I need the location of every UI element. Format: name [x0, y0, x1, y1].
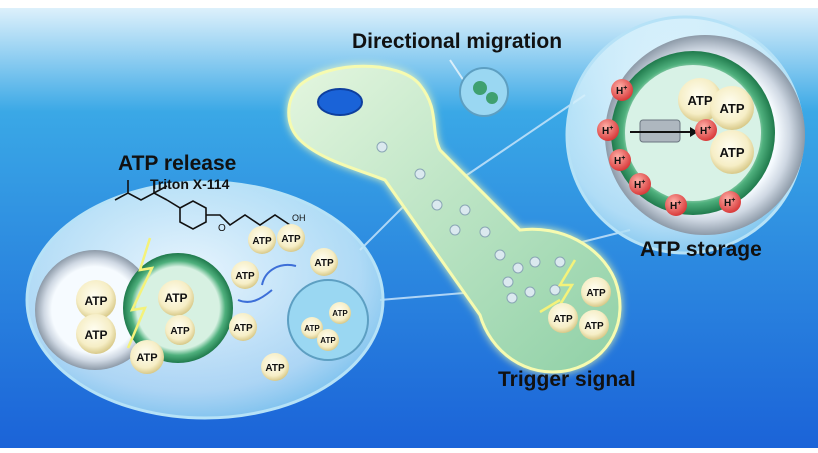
protons: [597, 79, 741, 216]
label-atp-release: ATP release: [118, 152, 237, 175]
proton-label: H+: [634, 179, 645, 191]
atp-label: ATP: [84, 294, 107, 308]
atp-label: ATP: [265, 363, 285, 374]
label-trigger-signal: Trigger signal: [498, 368, 636, 391]
proton-label: H+: [614, 155, 625, 167]
release-blue-vesicle: [287, 279, 369, 361]
proton-label: H+: [700, 125, 711, 137]
pump-arrowhead: [690, 127, 698, 137]
atp-label: ATP: [719, 101, 744, 116]
atp-label: ATP: [170, 326, 190, 337]
migration-vesicle: [449, 59, 509, 117]
atp-label: ATP: [320, 336, 336, 345]
proton-label: H+: [670, 200, 681, 212]
atp-label: ATP: [233, 323, 253, 334]
atp-label: ATP: [586, 288, 606, 299]
atp-label: ATP: [304, 324, 320, 333]
uptake-arrow: [261, 264, 297, 286]
nucleus: [317, 88, 363, 116]
triton-structure: [114, 180, 291, 230]
atp-label: ATP: [584, 321, 604, 332]
atp-label: ATP: [252, 236, 272, 247]
triton-hydroxyl: OH: [292, 213, 306, 223]
atp-label: ATP: [164, 291, 187, 305]
atp-label: ATP: [314, 258, 334, 269]
triton-oxygen: O: [218, 223, 226, 234]
trigger-lightning: [539, 259, 577, 319]
proton-label: H+: [616, 85, 627, 97]
atp-balls: [76, 78, 754, 381]
atp-label: ATP: [553, 314, 573, 325]
proton-label: H+: [602, 125, 613, 137]
proton-label: H+: [724, 197, 735, 209]
label-directional-migration: Directional migration: [352, 30, 563, 53]
label-atp-storage: ATP storage: [640, 238, 762, 261]
atp-label: ATP: [136, 352, 157, 364]
atp-label: ATP: [281, 234, 301, 245]
atp-label: ATP: [332, 309, 348, 318]
atp-label: ATP: [687, 93, 712, 108]
cell-atp-balls: [548, 277, 611, 340]
label-triton: Triton X-114: [150, 176, 230, 192]
cell-vesicles: [376, 141, 566, 304]
atp-label: ATP: [235, 271, 255, 282]
cell-body: [287, 64, 622, 374]
atp-label: ATP: [84, 328, 107, 342]
atp-label: ATP: [719, 145, 744, 160]
release-arrow: [237, 289, 273, 303]
top-band: [0, 0, 818, 8]
release-lightning: [126, 237, 155, 349]
